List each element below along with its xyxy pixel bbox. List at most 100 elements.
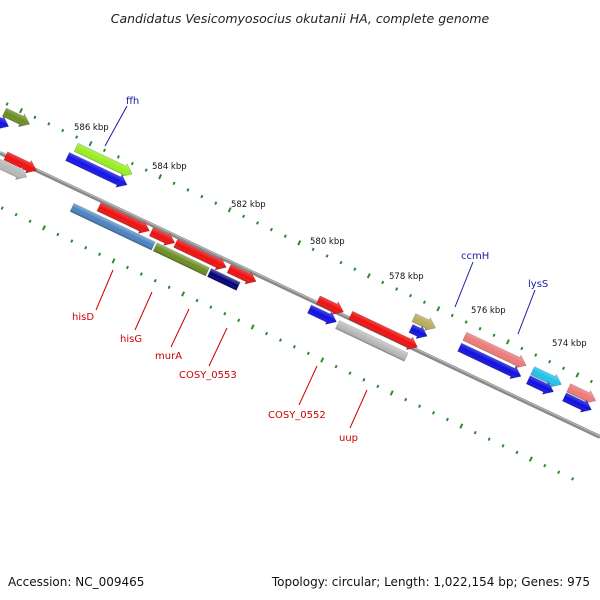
leader-cosy0553 xyxy=(208,327,228,367)
genome-summary-text: Topology: circular; Length: 1,022,154 bp… xyxy=(271,575,590,589)
tick-mark xyxy=(339,260,343,265)
outer-tick-track xyxy=(5,102,593,384)
feature-lyss-blue-shading xyxy=(457,343,521,379)
tick-tracks xyxy=(0,102,593,481)
feature-ccmh-blue-shading xyxy=(408,324,428,339)
tick-mark xyxy=(283,234,287,238)
tick-mark xyxy=(265,331,269,336)
leader-ccmh xyxy=(454,261,474,308)
tick-mark xyxy=(227,207,232,213)
tick-mark xyxy=(334,364,338,369)
tick-mark xyxy=(445,417,449,422)
feature-blue-right-shading xyxy=(526,375,554,395)
tick-mark xyxy=(181,291,186,297)
tick-mark xyxy=(172,181,176,186)
gene-label-mura: murA xyxy=(155,351,182,362)
tick-mark xyxy=(473,430,477,435)
tick-mark xyxy=(381,280,385,285)
tick-mark xyxy=(389,390,394,396)
tick-mark xyxy=(158,174,163,180)
tick-mark xyxy=(297,240,302,246)
tick-mark xyxy=(408,293,413,298)
tick-mark xyxy=(575,372,580,378)
tick-label-586: 586 kbp xyxy=(74,123,109,133)
accession-text: Accession: NC_009465 xyxy=(8,575,144,589)
tick-mark xyxy=(505,339,510,345)
tick-mark xyxy=(153,278,157,283)
tick-mark xyxy=(589,379,593,384)
tick-mark xyxy=(311,247,315,252)
tick-mark xyxy=(195,298,199,303)
tick-mark xyxy=(237,318,241,323)
map-title: Candidatus Vesicomyosocius okutanii HA, … xyxy=(111,11,490,26)
gene-label-cosy0553: COSY_0553 xyxy=(179,370,237,381)
tick-mark xyxy=(47,122,51,126)
feature-ffh-green-shading xyxy=(74,143,133,177)
tick-mark xyxy=(75,135,79,139)
tick-mark xyxy=(102,148,107,153)
feature-red-a-shading xyxy=(96,202,150,234)
tick-mark xyxy=(0,206,4,210)
tick-mark xyxy=(98,252,102,257)
tick-mark xyxy=(19,107,23,114)
tick-mark xyxy=(242,214,246,219)
tick-label-582: 582 kbp xyxy=(231,200,266,210)
tick-mark xyxy=(562,366,566,371)
tick-label-584: 584 kbp xyxy=(152,162,187,172)
feature-red-f-shading xyxy=(348,311,418,350)
feature-blue-left-shading xyxy=(0,115,9,129)
leader-hisg xyxy=(134,291,153,331)
tick-mark xyxy=(70,239,74,243)
feature-red-b-shading xyxy=(149,227,175,246)
tick-mark xyxy=(116,155,120,159)
tick-mark xyxy=(125,265,129,270)
feature-cosy0553-shading xyxy=(207,268,241,291)
tick-mark xyxy=(459,423,464,429)
gene-label-ccmh: ccmH xyxy=(461,251,489,262)
tick-mark xyxy=(14,212,18,217)
feature-lyss-shading xyxy=(462,332,527,368)
tick-mark xyxy=(515,450,519,455)
tick-mark xyxy=(84,245,88,250)
gene-label-uup: uup xyxy=(339,433,358,444)
tick-mark xyxy=(534,353,538,357)
feature-blue-right-2-shading xyxy=(562,392,592,413)
tick-mark xyxy=(404,397,408,402)
tick-mark xyxy=(61,128,65,133)
tick-mark xyxy=(56,232,60,237)
gene-label-ffh: ffh xyxy=(126,96,139,107)
tick-mark xyxy=(209,305,213,309)
tick-mark xyxy=(223,311,227,316)
tick-mark xyxy=(278,338,283,342)
leader-lyss xyxy=(517,289,536,335)
tick-mark xyxy=(557,470,561,475)
tick-mark xyxy=(255,221,260,225)
tick-mark xyxy=(269,227,273,232)
tick-mark xyxy=(418,404,422,408)
tick-label-580: 580 kbp xyxy=(310,237,345,247)
tick-mark xyxy=(520,346,524,351)
tick-mark xyxy=(41,225,46,231)
tick-mark xyxy=(366,273,371,279)
gene-label-lyss: lysS xyxy=(528,279,548,290)
feature-red-e-shading xyxy=(316,295,344,315)
tick-mark xyxy=(528,456,533,462)
tick-mark xyxy=(144,168,148,172)
genome-backbone xyxy=(0,151,600,439)
tick-mark xyxy=(348,371,352,375)
feature-hisd-shading xyxy=(70,203,156,251)
gene-features xyxy=(0,107,597,413)
tick-mark xyxy=(487,437,491,442)
feature-pink-right-shading xyxy=(566,383,596,404)
feature-cosy0552-shading xyxy=(307,304,337,325)
tick-mark xyxy=(200,194,204,199)
tick-mark xyxy=(450,313,454,318)
tick-label-574: 574 kbp xyxy=(552,339,587,349)
tick-label-578: 578 kbp xyxy=(389,272,424,282)
tick-mark xyxy=(353,267,357,271)
tick-mark xyxy=(422,300,426,305)
tick-label-576: 576 kbp xyxy=(471,306,506,316)
tick-mark xyxy=(214,201,218,205)
tick-mark xyxy=(292,344,296,349)
